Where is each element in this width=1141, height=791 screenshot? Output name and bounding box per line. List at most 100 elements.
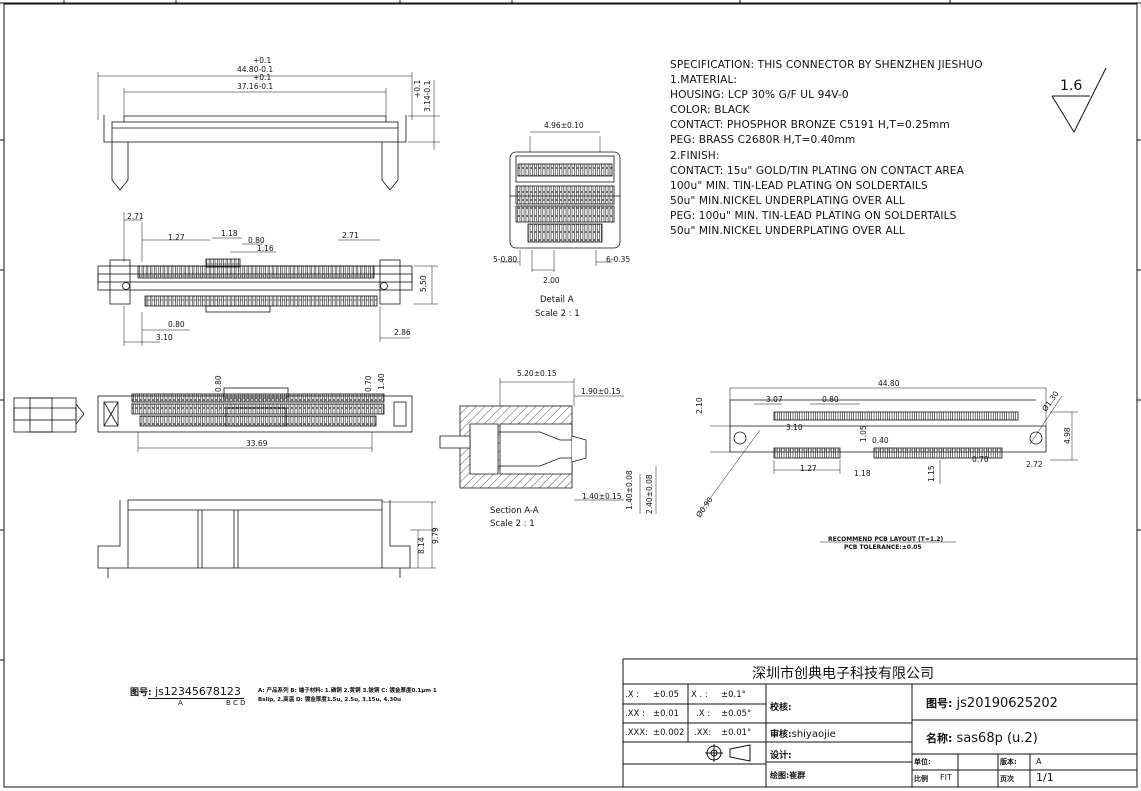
dim-pcb-210: 2.10 [695, 397, 704, 414]
dim-pcb-127: 1.27 [800, 464, 817, 473]
review-row: 审核:shiyaojie [770, 727, 836, 740]
part-number-label: 图号: [130, 688, 152, 698]
draw-label: 绘图: [770, 771, 790, 780]
spec-line: 100u" MIN. TIN-LEAD PLATING ON SOLDERTAI… [670, 179, 928, 192]
page-value: 1/1 [1036, 771, 1054, 784]
dim-310: 3.10 [156, 333, 173, 342]
part-number-legend-2: Bslip, 2.高温 D: 镀金厚度1.5u, 2.5u, 3.15u, 4.… [258, 697, 401, 703]
dim-271b: 2.71 [342, 231, 359, 240]
dim-116: 1.16 [257, 244, 274, 253]
section-a-a [439, 378, 657, 514]
tol-x-value: ±0.05 [653, 690, 680, 700]
dim-070: 0.70 [364, 375, 373, 392]
draw-value: 崔群 [789, 771, 806, 780]
dim-pcb-115: 1.15 [927, 465, 936, 482]
roughness-value: 1.6 [1060, 78, 1082, 94]
tol-xx: .XX : [625, 709, 645, 719]
part-number-legend-1: A: 产品系列 B: 端子材料: 1.磷铜 2.黄铜 3.铍铜 C: 镀金厚度0… [258, 688, 437, 694]
dim-080a: 0.80 [248, 236, 265, 245]
title-block-lines [622, 658, 1138, 788]
spec-line: 50u" MIN.NICKEL UNDERPLATING OVER ALL [670, 225, 905, 238]
tol-x-angle: X . : [691, 690, 708, 700]
dim-detail-left: 5-0.80 [493, 255, 517, 264]
dim-814: 8.14 [417, 537, 426, 554]
unit-label: 单位: [914, 758, 931, 766]
tol-xxx-angle: .XX: [694, 728, 712, 738]
part-number-sub-a: A [178, 699, 183, 707]
tol-x: .X : [625, 690, 640, 700]
part-name-row: 名称: sas68p (u.2) [926, 730, 1038, 746]
spec-line: 2.FINISH: [670, 149, 720, 162]
tol-xxx: .XXX: [625, 728, 649, 738]
part-number-sub-bcd: B C D [226, 699, 246, 707]
dim-sec-140: 1.40±0.15 [582, 492, 622, 501]
rear-elevation-dims: 8.14 9.79 [417, 527, 440, 554]
tol-xx-value: ±0.01 [653, 709, 680, 719]
dim-pcb-307: 3.07 [766, 395, 783, 404]
detail-a-scale: Scale 2 : 1 [535, 309, 580, 319]
dim-550: 5.50 [419, 275, 428, 292]
dim-3369: 33.69 [246, 439, 268, 448]
dim-top-inner-plus: +0.1 [253, 73, 271, 82]
spec-line: SPECIFICATION: THIS CONNECTOR BY SHENZHE… [670, 59, 983, 71]
dim-pcb-272: 2.72 [1026, 460, 1043, 469]
part-name: sas68p (u.2) [956, 731, 1038, 746]
rear-elevation [97, 499, 436, 578]
spec-line: PEG: BRASS C2680R H,T=0.40mm [670, 134, 856, 147]
dim-979: 9.79 [431, 527, 440, 544]
dim-pcb-070: 0.70 [972, 455, 989, 464]
spec-line: CONTACT: 15u" GOLD/TIN PLATING ON CONTAC… [670, 164, 964, 177]
dim-pcb-4480: 44.80 [878, 379, 900, 388]
dim-pcb-040: 0.40 [872, 436, 889, 445]
plan-view [13, 387, 413, 452]
review-value: shiyaojie [791, 729, 836, 740]
part-number-underline [148, 698, 244, 699]
dim-080c: 0.80 [214, 375, 223, 392]
dim-pcb-phi130: Ø1.30 [1040, 389, 1060, 413]
specification-notes: SPECIFICATION: THIS CONNECTOR BY SHENZHE… [670, 58, 1030, 239]
dim-pcb-310: 3.10 [786, 423, 803, 432]
dim-pcb-phi090: Ø0.90 [694, 495, 714, 519]
scale-label: 比例 [914, 775, 928, 783]
tol-xx-angle-value: ±0.05° [721, 709, 752, 719]
tol-xxx-value: ±0.002 [653, 728, 685, 738]
draw-row: 绘图:崔群 [770, 770, 805, 781]
spec-line: CONTACT: PHOSPHOR BRONZE C5191 H,T=0.25m… [670, 119, 950, 132]
dim-127: 1.27 [168, 233, 185, 242]
dim-140: 1.40 [377, 373, 386, 390]
dim-sec-520: 5.20±0.15 [517, 369, 557, 378]
dim-height-plus: +0.1 [413, 80, 422, 98]
spec-line: HOUSING: LCP 30% G/F UL 94V-0 [670, 89, 849, 102]
pin-front-view [97, 212, 438, 346]
detail-a-title: Detail A [540, 295, 574, 305]
dim-pcb-498: 4.98 [1063, 427, 1072, 444]
dim-sec-140v: 1.40±0.08 [625, 470, 634, 510]
pcb-tolerance: PCB TOLERANCE:±0.05 [844, 544, 922, 551]
design-label: 设计: [770, 751, 792, 761]
dim-pcb-080: 0.80 [822, 395, 839, 404]
section-scale: Scale 2 : 1 [490, 519, 535, 529]
tol-xxx-angle-value: ±0.01° [721, 728, 752, 738]
tol-xx-angle: .X : [696, 709, 711, 719]
company-name: 深圳市创典电子科技有限公司 [752, 666, 934, 682]
dim-height: 3.14-0.1 [423, 80, 432, 112]
version-value: A [1036, 757, 1042, 766]
part-name-label: 名称: [926, 732, 953, 745]
section-dims: 5.20±0.15 1.90±0.15 1.40±0.15 1.40±0.08 … [490, 369, 654, 529]
top-view-dims: +0.1 44.80-0.1 +0.1 37.16-0.1 +0.1 3.14-… [237, 56, 432, 112]
dim-sec-240: 2.40±0.08 [645, 474, 654, 514]
tol-x-angle-value: ±0.1° [721, 690, 746, 700]
drawing-number: js20190625202 [956, 696, 1058, 711]
dim-271a: 2.71 [127, 212, 144, 221]
projection-symbol [705, 744, 751, 762]
pcb-layout-title: RECOMMEND PCB LAYOUT (T=1.2) [828, 536, 943, 543]
pin-front-dims: 2.71 1.27 1.18 0.80 1.16 2.71 5.50 0.80 … [127, 212, 428, 342]
dim-286: 2.86 [394, 328, 411, 337]
dim-detail-right: 6-0.35 [606, 255, 630, 264]
scale-value: FIT [940, 773, 952, 782]
dim-top-overall-plus: +0.1 [253, 56, 271, 65]
dim-pcb-105: 1.05 [859, 425, 868, 442]
section-title: Section A-A [490, 506, 539, 516]
